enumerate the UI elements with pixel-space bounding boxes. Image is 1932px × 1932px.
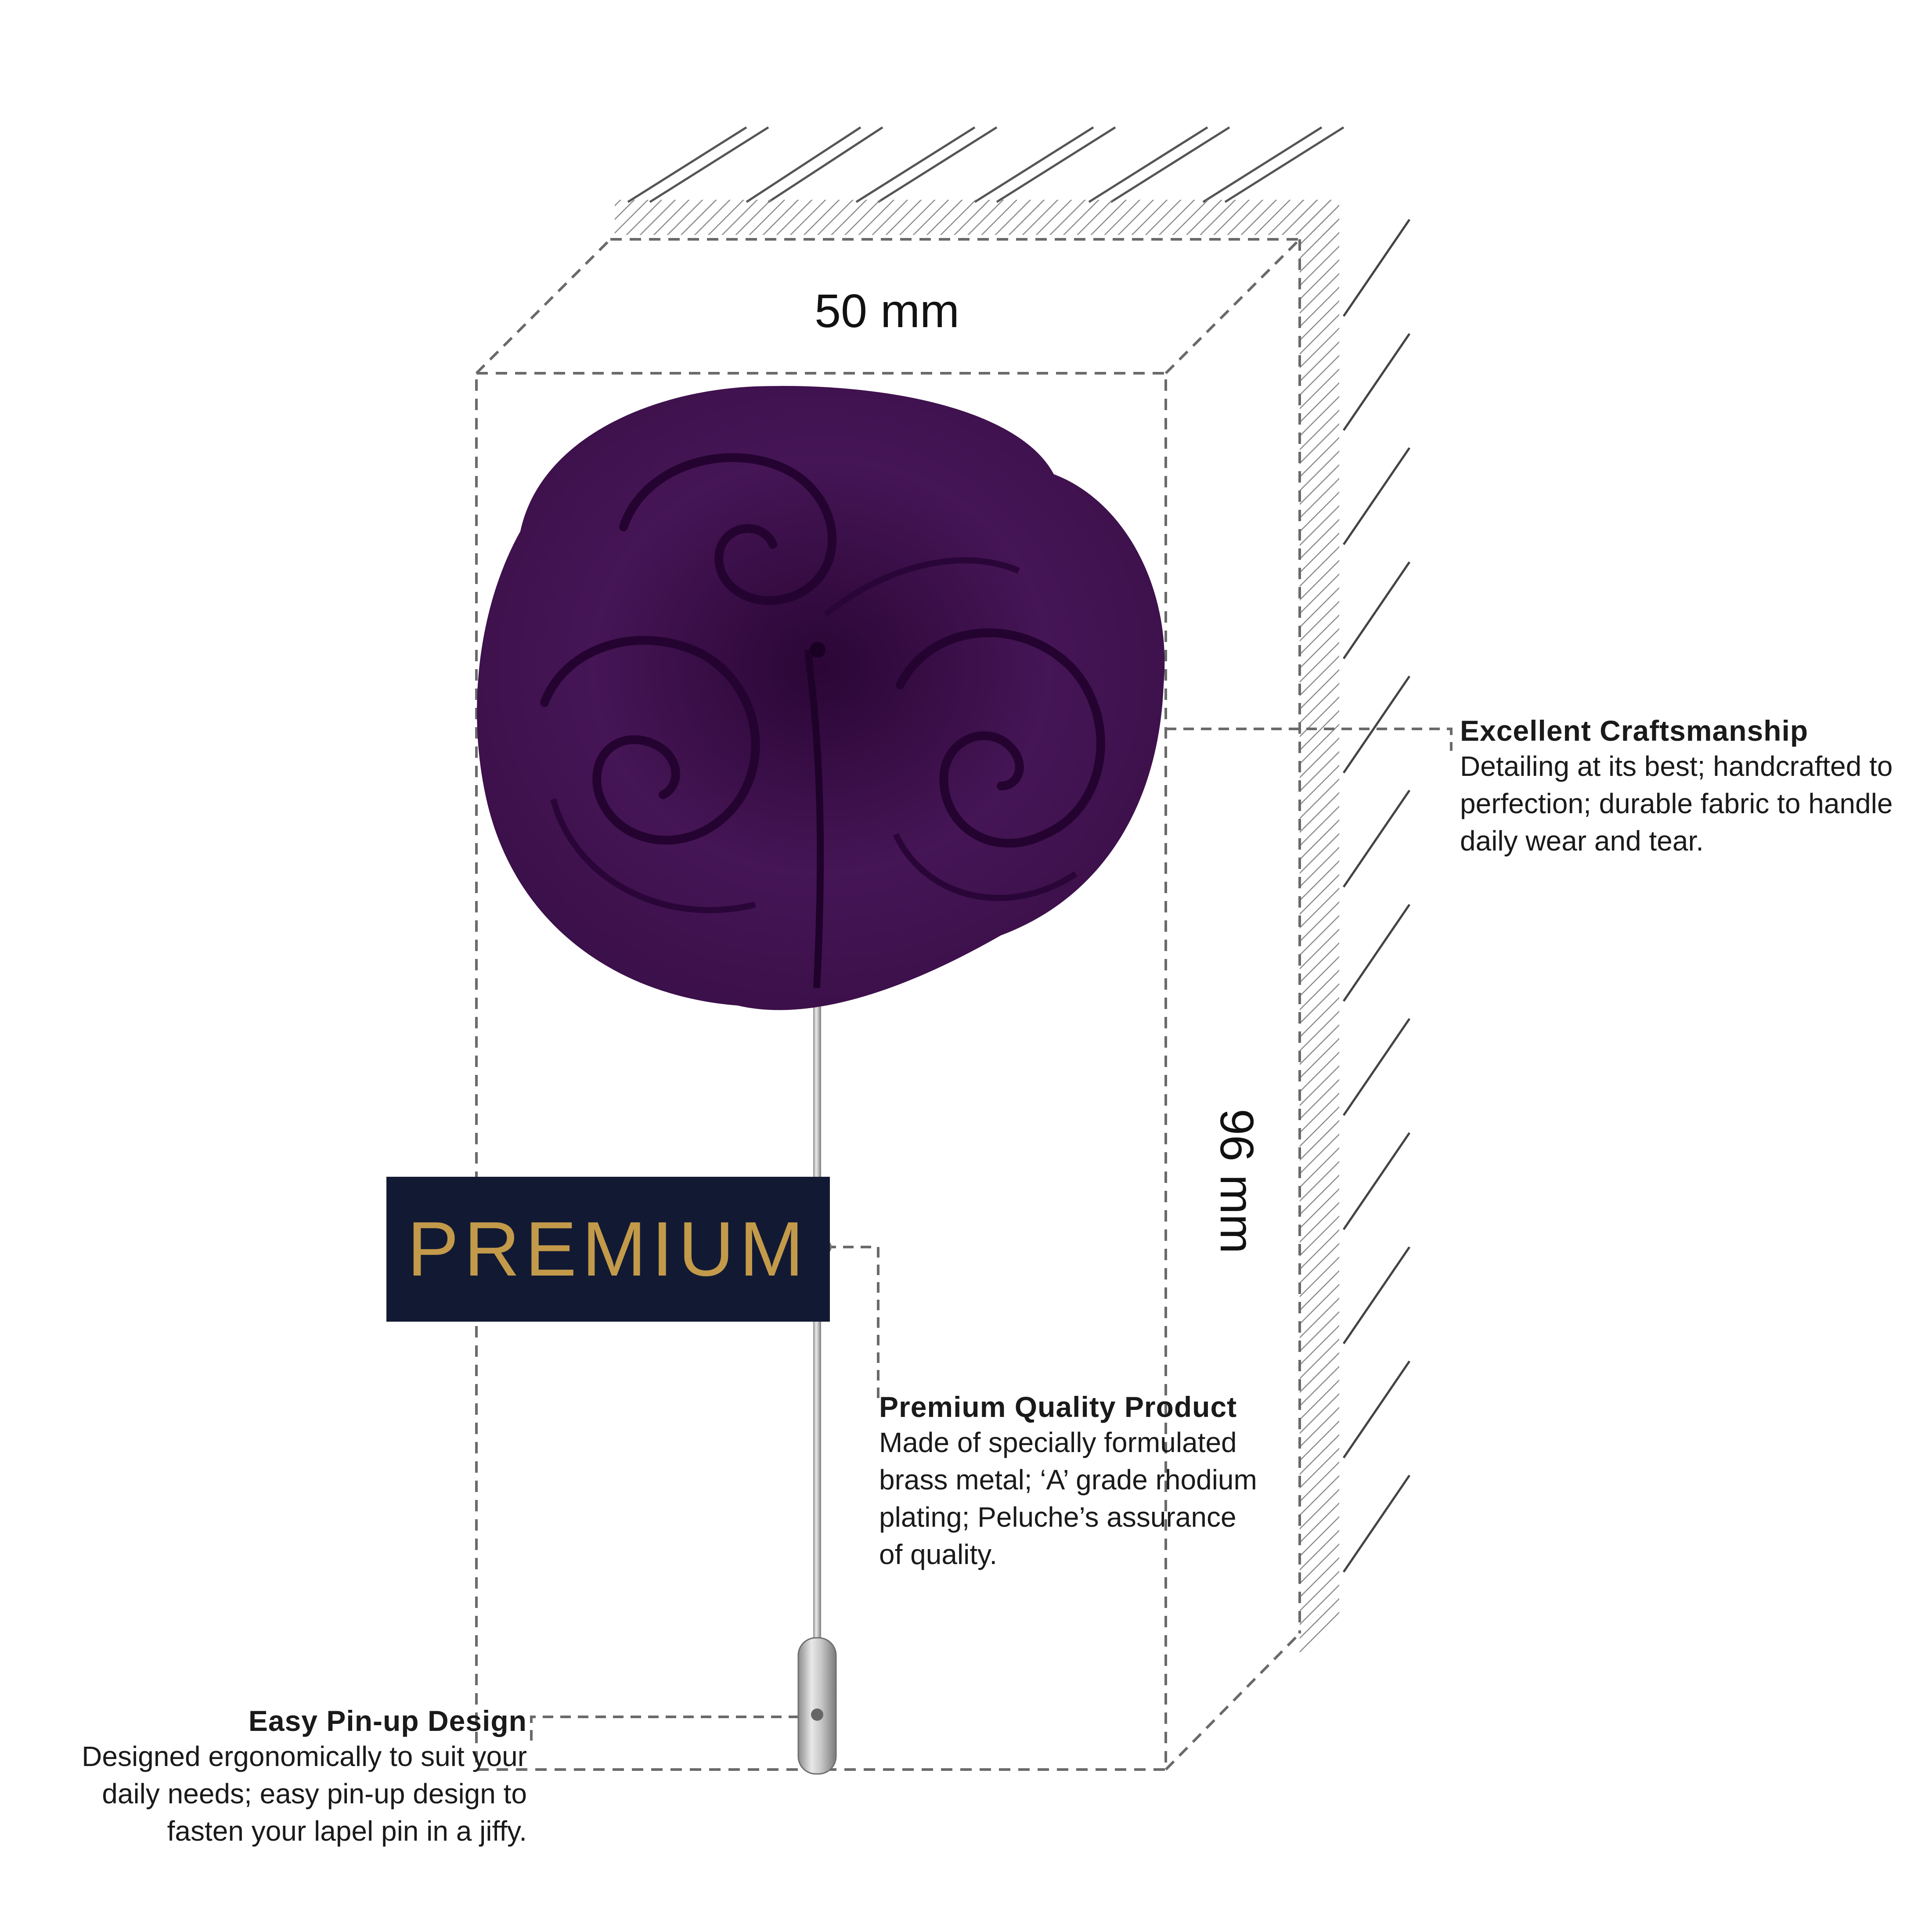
callout-pinup-line-1: Designed ergonomically to suit your [82, 1741, 527, 1772]
callout-quality: Premium Quality Product Made of speciall… [879, 1390, 1301, 1573]
callout-quality-line-1: Made of specially formulated [879, 1427, 1237, 1458]
rose-flower [477, 386, 1165, 1010]
box-shadow-strokes-right [1342, 219, 1411, 1573]
width-dimension-label: 50 mm [815, 284, 959, 337]
callout-quality-title: Premium Quality Product [879, 1391, 1237, 1423]
callout-craftsmanship: Excellent Craftsmanship Detailing at its… [1460, 714, 1925, 860]
callout-craftsmanship-line-1: Detailing at its best; handcrafted to [1460, 750, 1893, 782]
height-dimension-label: 96 mm [1211, 1109, 1264, 1254]
box-shadow-band [615, 200, 1339, 1660]
premium-tag: PREMIUM [386, 1177, 830, 1322]
pin-clutch [797, 1637, 837, 1775]
callout-quality-line-2: brass metal; ‘A’ grade rhodium [879, 1464, 1257, 1496]
callout-pinup-title: Easy Pin-up Design [248, 1705, 527, 1737]
box-shadow-strokes-top [627, 126, 1344, 203]
callout-quality-line-4: of quality. [879, 1539, 998, 1570]
callout-craftsmanship-line-3: daily wear and tear. [1460, 825, 1704, 857]
callout-craftsmanship-title: Excellent Craftsmanship [1460, 714, 1809, 747]
callout-quality-line-3: plating; Peluche’s assurance [879, 1501, 1236, 1533]
premium-tag-text: PREMIUM [407, 1206, 809, 1292]
callout-pinup-line-2: daily needs; easy pin-up design to [102, 1778, 527, 1809]
callout-craftsmanship-line-2: perfection; durable fabric to handle [1460, 788, 1893, 819]
dimension-box [475, 238, 1301, 1771]
callout-leaders [530, 728, 1453, 1743]
callout-pinup-line-3: fasten your lapel pin in a jiffy. [167, 1815, 527, 1847]
callout-pinup: Easy Pin-up Design Designed ergonomicall… [44, 1704, 527, 1850]
